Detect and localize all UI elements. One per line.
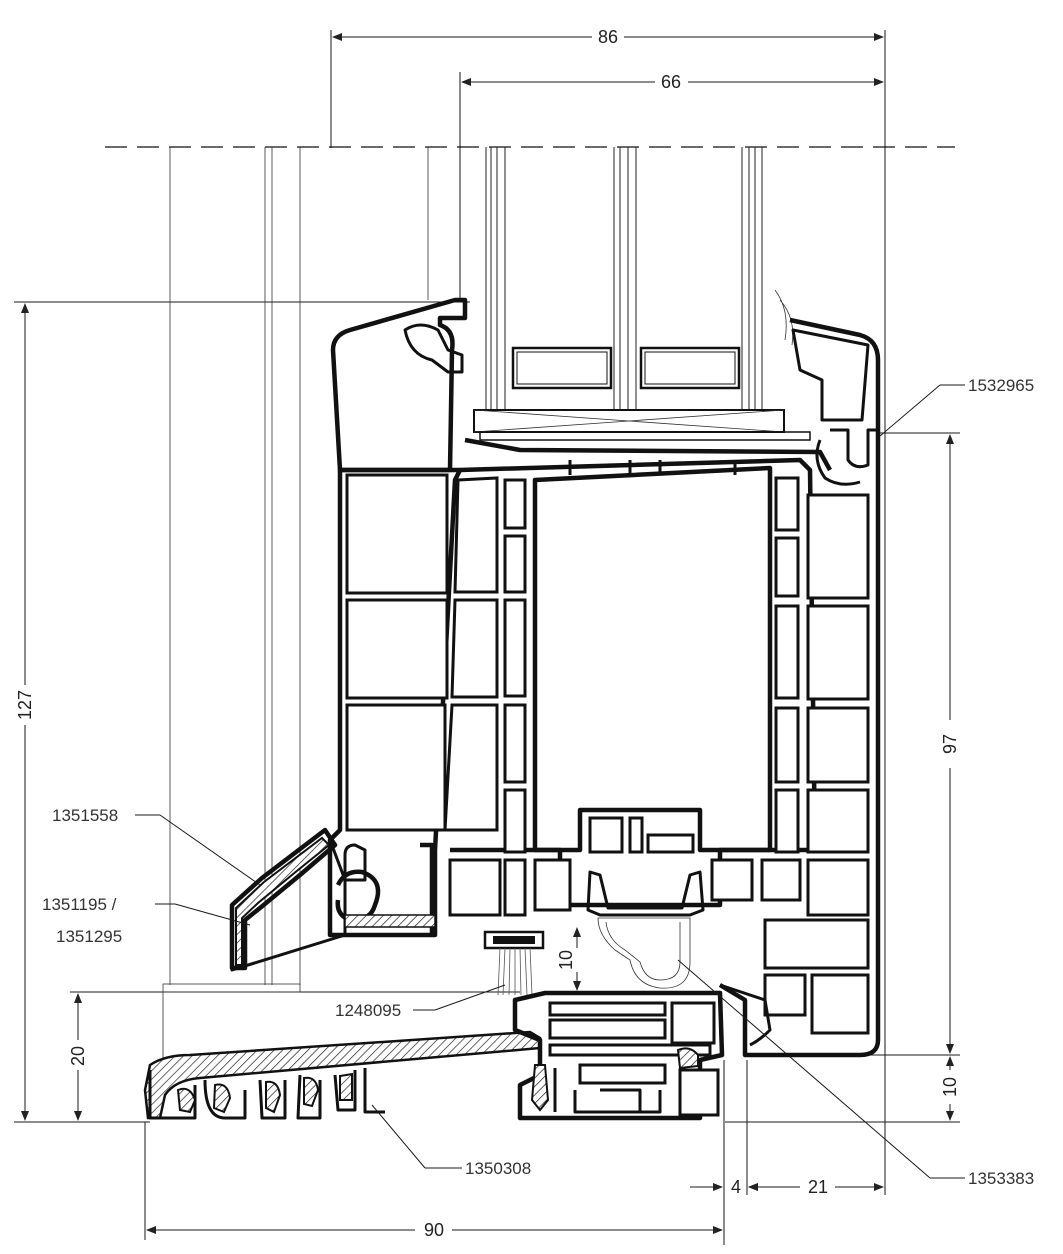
wall-lines (162, 147, 429, 1060)
center-gasket (586, 870, 705, 989)
dim-10-mid-label: 10 (556, 950, 576, 970)
leader-1248095: 1248095 (335, 984, 506, 1020)
leader-1351195: 1351195 / 1351295 (42, 895, 251, 946)
dimension-86: 86 (330, 27, 886, 1195)
spacer-bar-right (639, 346, 741, 390)
dimension-127: 127 (14, 301, 470, 1123)
ref-1351295: 1351295 (56, 927, 122, 946)
dim-21-label: 21 (808, 1177, 828, 1197)
dim-10-right-label: 10 (940, 1077, 960, 1097)
spacer-bar-left (511, 346, 613, 390)
dim-4-label: 4 (731, 1177, 741, 1197)
ref-1351195: 1351195 / (42, 895, 117, 914)
dim-127-label: 127 (15, 690, 35, 720)
dimension-90: 90 (144, 1122, 723, 1240)
leader-1350308: 1350308 (371, 1104, 531, 1178)
ref-1353383: 1353383 (968, 1169, 1034, 1188)
ref-1532965: 1532965 (968, 376, 1034, 395)
dim-86-label: 86 (598, 27, 618, 47)
dim-97-label: 97 (940, 734, 960, 754)
cover-sill (229, 827, 436, 972)
dimension-66: 66 (459, 72, 884, 300)
dimension-10-gasket: 10 (556, 927, 581, 991)
dim-20-label: 20 (68, 1046, 88, 1066)
leader-1532965: 1532965 (879, 376, 1034, 437)
glazing-unit (473, 147, 811, 441)
ref-1248095: 1248095 (335, 1001, 401, 1020)
dim-90-label: 90 (424, 1220, 444, 1240)
sash-profile (327, 297, 832, 938)
dimension-10-right: 10 (725, 1056, 960, 1123)
dim-66-label: 66 (661, 72, 681, 92)
ref-1351558: 1351558 (52, 806, 118, 825)
frame-profile (718, 317, 881, 1058)
dimension-21: 21 (748, 1177, 884, 1197)
leader-1353383: 1353383 (677, 959, 1034, 1188)
leader-1351558: 1351558 (52, 806, 261, 886)
brush-seal (483, 930, 545, 996)
ref-1350308: 1350308 (465, 1159, 531, 1178)
threshold-profile (143, 990, 725, 1121)
